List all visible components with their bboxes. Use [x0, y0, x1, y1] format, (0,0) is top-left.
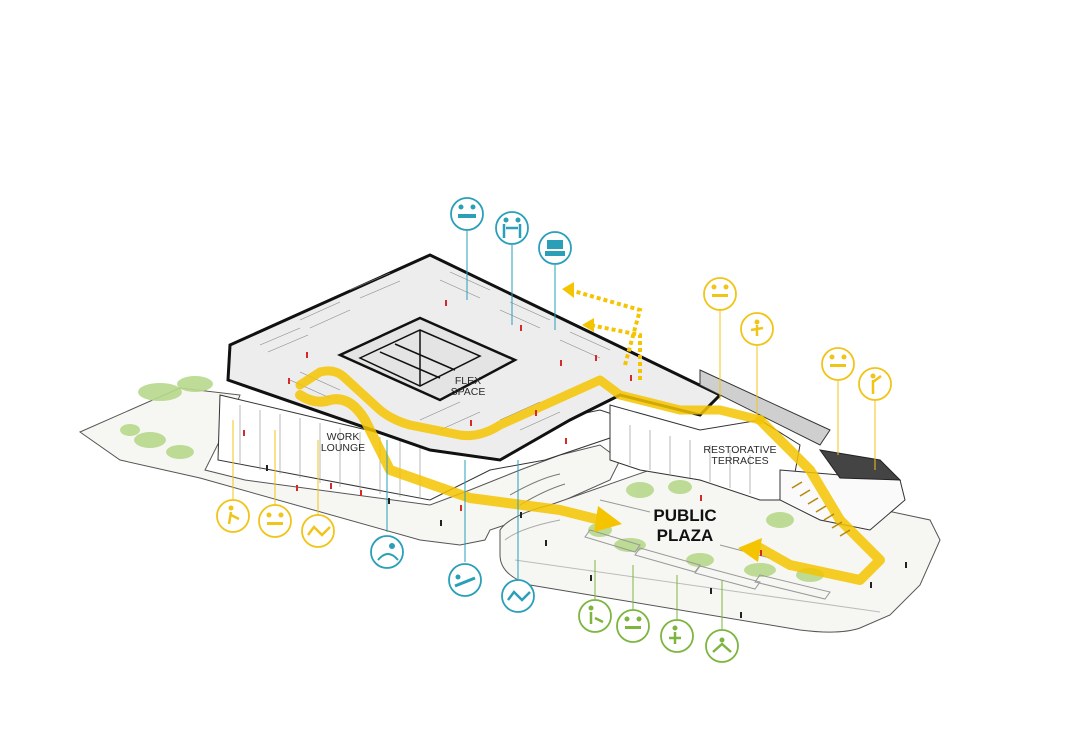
space-labels: FLEX SPACE WORK LOUNGE RESTORATIVE TERRA…	[321, 375, 777, 545]
circulation-arrowheads	[594, 506, 762, 562]
outdoor-dining-icon	[821, 347, 855, 381]
restorative-terraces-label-2: TERRACES	[711, 455, 768, 467]
playing-icon	[705, 629, 739, 663]
juggling-icon	[740, 312, 774, 346]
exercise-icon	[216, 499, 250, 533]
dog-walking-icon	[578, 599, 612, 633]
yellow-activity-icons	[216, 277, 892, 548]
circulation-route	[295, 366, 885, 585]
lounging-icon	[448, 563, 482, 597]
teal-activity-icons	[370, 197, 572, 613]
dining-icon	[703, 277, 737, 311]
flex-space-label-2: SPACE	[451, 386, 486, 398]
dining-icon-lower	[258, 504, 292, 538]
public-plaza-label-1: PUBLIC	[653, 506, 716, 525]
future-connection-arrowheads	[562, 282, 594, 332]
restorative-terraces-label-1: RESTORATIVE	[703, 444, 776, 456]
family-dining-icon	[616, 609, 650, 643]
collaboration-icon	[495, 211, 529, 245]
public-plaza-label-2: PLAZA	[657, 526, 714, 545]
people-figures	[243, 300, 907, 618]
group-work-icon	[538, 231, 572, 265]
reclining-icon	[301, 514, 335, 548]
work-lounge-label-2: LOUNGE	[321, 442, 365, 454]
green-activity-icons	[578, 599, 739, 663]
terrace-building	[609, 369, 906, 531]
future-connection-arrows	[569, 288, 643, 380]
stroller-icon	[660, 619, 694, 653]
leader-lines	[232, 230, 876, 630]
flex-space-label-1: FLEX	[455, 375, 481, 387]
work-lounge-label-1: WORK	[327, 431, 360, 443]
terrace-stairs	[791, 481, 851, 537]
reading-icon	[370, 535, 404, 569]
presenting-icon	[858, 367, 892, 401]
meeting-icon	[450, 197, 484, 231]
relaxing-icon	[501, 579, 535, 613]
